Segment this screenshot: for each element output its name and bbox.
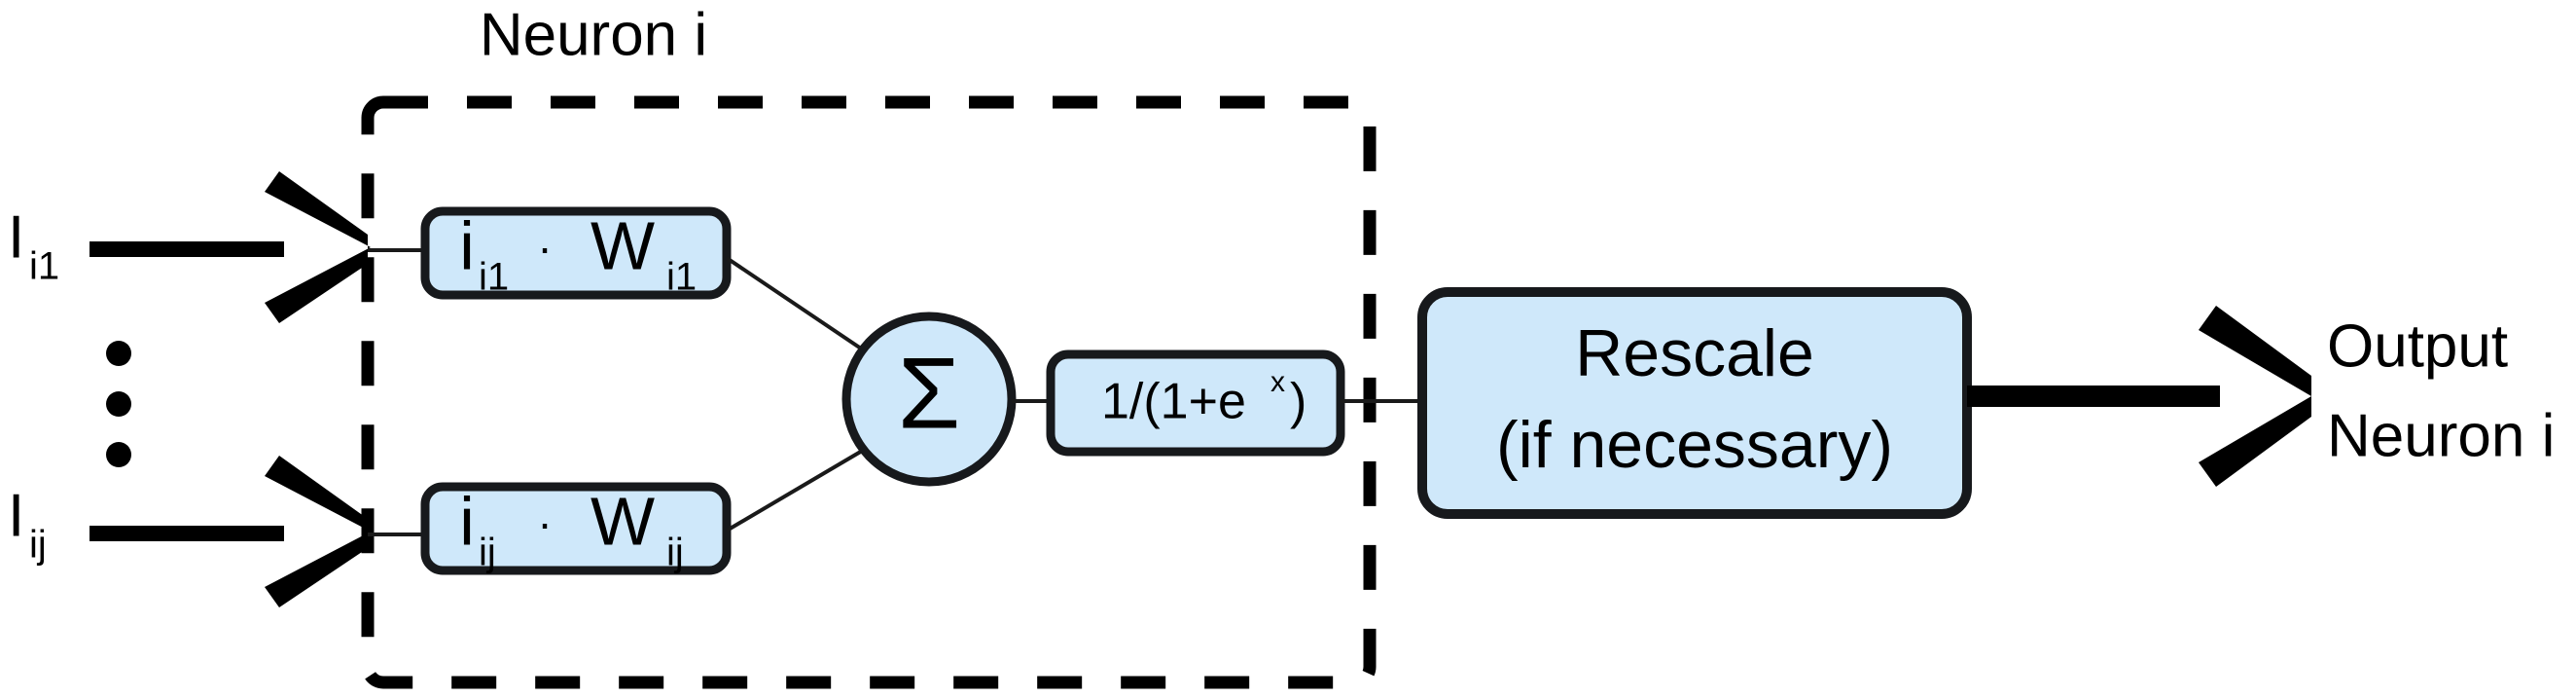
- weight-node-ij-weight-base: W: [590, 483, 655, 559]
- input-label-i1-subscript: i1: [29, 245, 59, 288]
- activation-formula-prefix: 1/(1+e: [1101, 374, 1246, 430]
- weight-node-i1-input-sub: i1: [479, 256, 509, 299]
- input-arrow-i1: [89, 171, 371, 323]
- weight-node-ij-weight-sub: ij: [666, 532, 684, 574]
- ellipsis-dot-3: [106, 442, 131, 467]
- rescale-node[interactable]: Rescale (if necessary): [1417, 287, 1972, 519]
- edge-weightj-to-sum: [725, 448, 866, 533]
- input-label-ij: I ij: [8, 482, 47, 566]
- output-label-line2: Neuron i: [2327, 402, 2555, 469]
- summation-node[interactable]: Σ: [841, 312, 1017, 487]
- output-label-line1: Output: [2327, 312, 2508, 380]
- rescale-node-line1: Rescale: [1575, 316, 1814, 390]
- weight-node-ij-input-base: i: [459, 483, 475, 559]
- diagram-title: Neuron i: [480, 1, 707, 68]
- activation-formula-exponent: x: [1270, 366, 1285, 398]
- ellipsis-dot-2: [106, 391, 131, 417]
- weight-node-i1[interactable]: i i1 · W i1: [420, 206, 732, 300]
- activation-formula-suffix: ): [1290, 374, 1306, 430]
- sigma-symbol: Σ: [898, 337, 960, 450]
- vertical-ellipsis: [106, 341, 131, 467]
- input-label-ij-subscript: ij: [29, 524, 47, 567]
- rescale-node-line2: (if necessary): [1496, 408, 1893, 482]
- weight-node-ij-operator: ·: [537, 497, 552, 548]
- ellipsis-dot-1: [106, 341, 131, 366]
- output-label: Output Neuron i: [2327, 312, 2555, 469]
- input-label-i1-base: I: [8, 203, 24, 271]
- weight-node-i1-operator: ·: [537, 222, 552, 273]
- weight-node-ij-input-sub: ij: [479, 532, 496, 574]
- weight-node-ij[interactable]: i ij · W ij: [420, 482, 732, 575]
- weight-node-i1-input-base: i: [459, 207, 475, 283]
- weight-node-i1-weight-base: W: [590, 207, 655, 283]
- neuron-dashed-boundary: [361, 95, 1377, 689]
- input-label-ij-base: I: [8, 482, 24, 549]
- input-arrow-ij: [89, 456, 371, 607]
- edge-weight1-to-sum: [725, 256, 866, 352]
- input-label-i1: I i1: [8, 203, 59, 287]
- output-arrow: [1967, 306, 2311, 487]
- activation-node[interactable]: 1/(1+e x ): [1046, 349, 1345, 457]
- weight-node-i1-weight-sub: i1: [666, 256, 697, 299]
